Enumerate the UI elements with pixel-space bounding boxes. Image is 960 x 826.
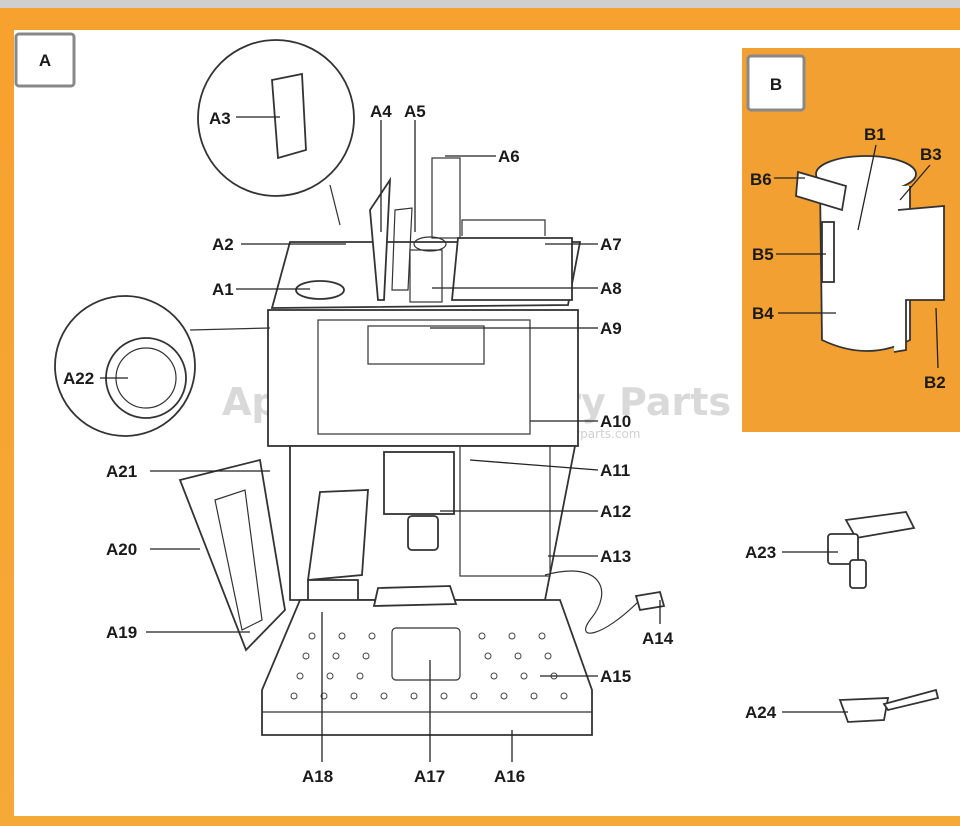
svg-text:B: B (770, 75, 782, 94)
label-a16: A16 (494, 767, 525, 786)
panel-a-tag: A (14, 32, 76, 88)
label-a10: A10 (600, 412, 631, 431)
label-b2: B2 (924, 373, 946, 392)
label-a22: A22 (63, 369, 94, 388)
label-a20: A20 (106, 540, 137, 559)
label-a3: A3 (209, 109, 231, 128)
label-a15: A15 (600, 667, 631, 686)
label-a1: A1 (212, 280, 234, 299)
callout-labels: A3 A4 A5 A6 A2 A1 A7 A8 A9 A22 A10 A21 A… (63, 102, 946, 786)
label-a8: A8 (600, 279, 622, 298)
label-a19: A19 (106, 623, 137, 642)
coffee-machine-drawing (178, 157, 666, 736)
label-a14: A14 (642, 629, 674, 648)
label-b3: B3 (920, 145, 942, 164)
panel-b-tag: B (746, 54, 806, 112)
measuring-scoop (838, 688, 940, 723)
label-a13: A13 (600, 547, 631, 566)
label-a9: A9 (600, 319, 622, 338)
label-b1: B1 (864, 125, 886, 144)
drip-tray-holes (290, 632, 568, 700)
leader-lines (100, 116, 939, 762)
label-a2: A2 (212, 235, 234, 254)
label-a24: A24 (745, 703, 777, 722)
label-a18: A18 (302, 767, 333, 786)
milk-carafe-drawing (795, 155, 945, 353)
label-a11: A11 (600, 461, 630, 480)
label-a5: A5 (404, 102, 426, 121)
label-b5: B5 (752, 245, 774, 264)
label-b4: B4 (752, 304, 774, 323)
label-a21: A21 (106, 462, 137, 481)
label-a12: A12 (600, 502, 631, 521)
power-button-zoom-callout (54, 295, 271, 437)
label-a4: A4 (370, 102, 392, 121)
svg-text:A: A (39, 51, 51, 70)
label-a6: A6 (498, 147, 520, 166)
label-b6: B6 (750, 170, 772, 189)
frother-part (827, 511, 916, 589)
switch-zoom-callout (197, 39, 355, 226)
label-a23: A23 (745, 543, 776, 562)
label-a7: A7 (600, 235, 622, 254)
label-a17: A17 (414, 767, 445, 786)
